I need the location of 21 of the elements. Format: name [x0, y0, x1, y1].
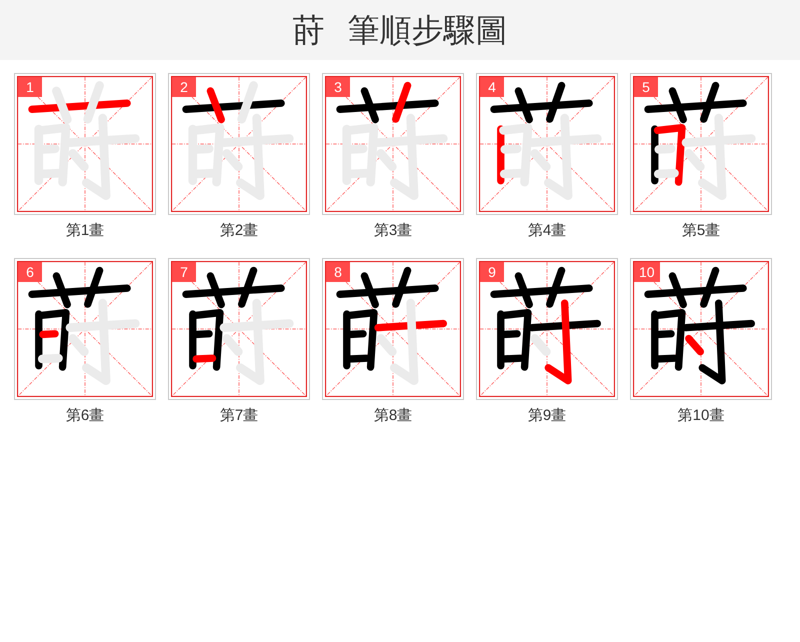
step-number-tag: 5: [634, 77, 658, 97]
step-number-tag: 7: [172, 262, 196, 282]
step-caption: 第9畫: [528, 406, 566, 426]
step-caption: 第10畫: [678, 406, 724, 426]
step-number-tag: 9: [480, 262, 504, 282]
step-number-tag: 2: [172, 77, 196, 97]
page-title: 莳 筆順步驟圖: [292, 12, 508, 48]
step-caption: 第6畫: [66, 406, 104, 426]
step-caption: 第1畫: [66, 221, 104, 241]
step-number-tag: 1: [18, 77, 42, 97]
step-number-tag: 8: [326, 262, 350, 282]
step-caption: 第5畫: [682, 221, 720, 241]
step-caption: 第8畫: [374, 406, 412, 426]
step-number-tag: 10: [634, 262, 660, 282]
step-caption: 第4畫: [528, 221, 566, 241]
step-caption: 第2畫: [220, 221, 258, 241]
step-number-tag: 3: [326, 77, 350, 97]
step-number-tag: 4: [480, 77, 504, 97]
step-caption: 第3畫: [374, 221, 412, 241]
step-number-tag: 6: [18, 262, 42, 282]
step-caption: 第7畫: [220, 406, 258, 426]
